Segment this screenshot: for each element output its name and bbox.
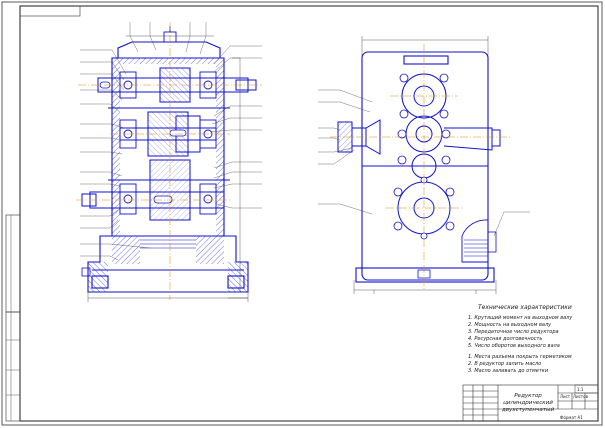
format-label: Формат А1: [560, 415, 583, 420]
scale-value: 1:1: [577, 387, 584, 392]
end-view: [318, 36, 530, 294]
sheets-label: Листов: [573, 394, 588, 399]
assembly-note-1: 1. Места разъема покрыть герметиком: [468, 354, 572, 360]
tech-note-2: 2. Мощность на выходном валу: [468, 322, 552, 328]
assembly-note-2: 2. В редуктор залить масло: [468, 361, 542, 367]
title-block: [462, 384, 599, 422]
tech-note-3: 3. Передаточное число редуктора: [468, 329, 559, 335]
tech-notes-heading: Технические характеристики: [478, 304, 572, 311]
sectional-view: [76, 22, 262, 302]
tech-note-4: 4. Ресурсная долговечность: [468, 336, 543, 342]
tech-note-1: 1. Крутящий момент на выходном валу: [468, 315, 573, 321]
drawing-title: Редуктор цилиндрический двухступенчатый: [501, 393, 555, 413]
sheet-label: Лист: [560, 394, 571, 399]
tech-note-5: 5. Число оборотов выходного вала: [468, 343, 560, 349]
assembly-note-3: 3. Масло заливать до отметки: [468, 368, 549, 374]
